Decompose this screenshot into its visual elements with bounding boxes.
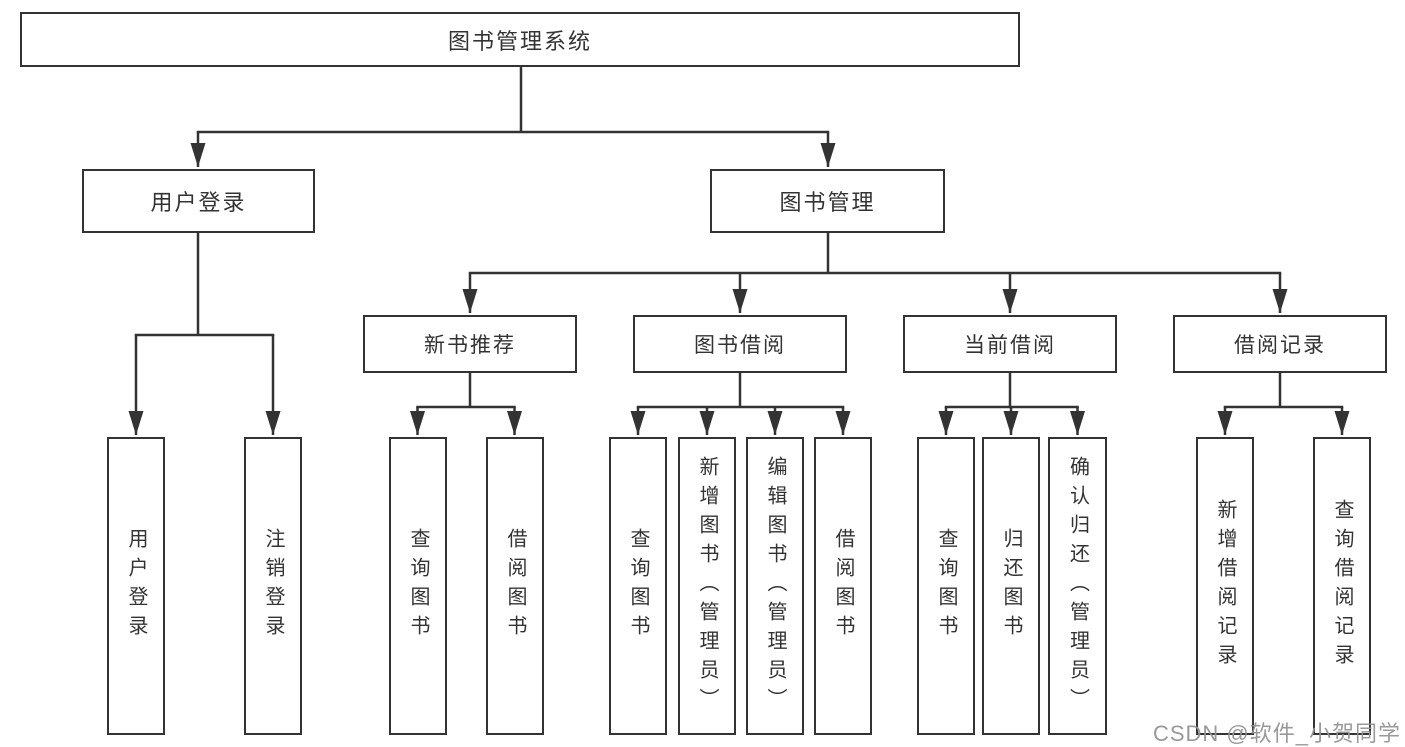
leaf-label: 借阅图书 <box>832 528 854 644</box>
leaf-label: 新增借阅记录 <box>1214 499 1236 673</box>
leaf-label: 编辑图书（管理员） <box>764 455 786 717</box>
leaf-label: 查询图书 <box>935 528 957 644</box>
leaf-label: 借阅图书 <box>504 528 526 644</box>
leaf-label: 查询图书 <box>627 528 649 644</box>
leaf-query-books-current: 查询图书 <box>917 437 975 735</box>
leaf-borrow-books-recommend: 借阅图书 <box>486 437 544 735</box>
connector-tree-segments <box>134 62 1344 409</box>
leaf-query-books-borrowing: 查询图书 <box>609 437 667 735</box>
leaf-label: 确认归还（管理员） <box>1066 455 1089 717</box>
node-book-borrowing: 图书借阅 <box>633 315 847 373</box>
node-current-borrowing: 当前借阅 <box>903 315 1117 373</box>
arrow-lines-group <box>128 132 1350 435</box>
node-user-login: 用户登录 <box>82 169 315 233</box>
leaf-confirm-return-admin: 确认归还（管理员） <box>1048 437 1107 735</box>
leaf-label: 新增图书（管理员） <box>696 455 718 717</box>
leaf-return-books: 归还图书 <box>982 437 1040 735</box>
csdn-watermark: CSDN @软件_小贺同学 <box>1152 721 1401 746</box>
node-root-system: 图书管理系统 <box>20 12 1020 67</box>
leaf-logout: 注销登录 <box>244 437 302 735</box>
leaf-label: 查询借阅记录 <box>1331 499 1353 673</box>
leaf-query-books-recommend: 查询图书 <box>389 437 447 735</box>
leaf-label: 注销登录 <box>262 528 284 644</box>
leaf-label: 查询图书 <box>407 528 429 644</box>
leaf-user-login: 用户登录 <box>107 437 165 735</box>
leaf-label: 用户登录 <box>125 528 147 644</box>
leaf-query-borrow-record: 查询借阅记录 <box>1313 437 1371 735</box>
node-borrow-records: 借阅记录 <box>1173 315 1387 373</box>
node-book-management: 图书管理 <box>710 169 945 233</box>
leaf-add-books-admin: 新增图书（管理员） <box>678 437 736 735</box>
node-new-book-recommend: 新书推荐 <box>363 315 577 373</box>
leaf-label: 归还图书 <box>1000 528 1022 644</box>
leaf-borrow-books: 借阅图书 <box>814 437 872 735</box>
leaf-add-borrow-record: 新增借阅记录 <box>1196 437 1254 735</box>
leaf-edit-books-admin: 编辑图书（管理员） <box>746 437 804 735</box>
